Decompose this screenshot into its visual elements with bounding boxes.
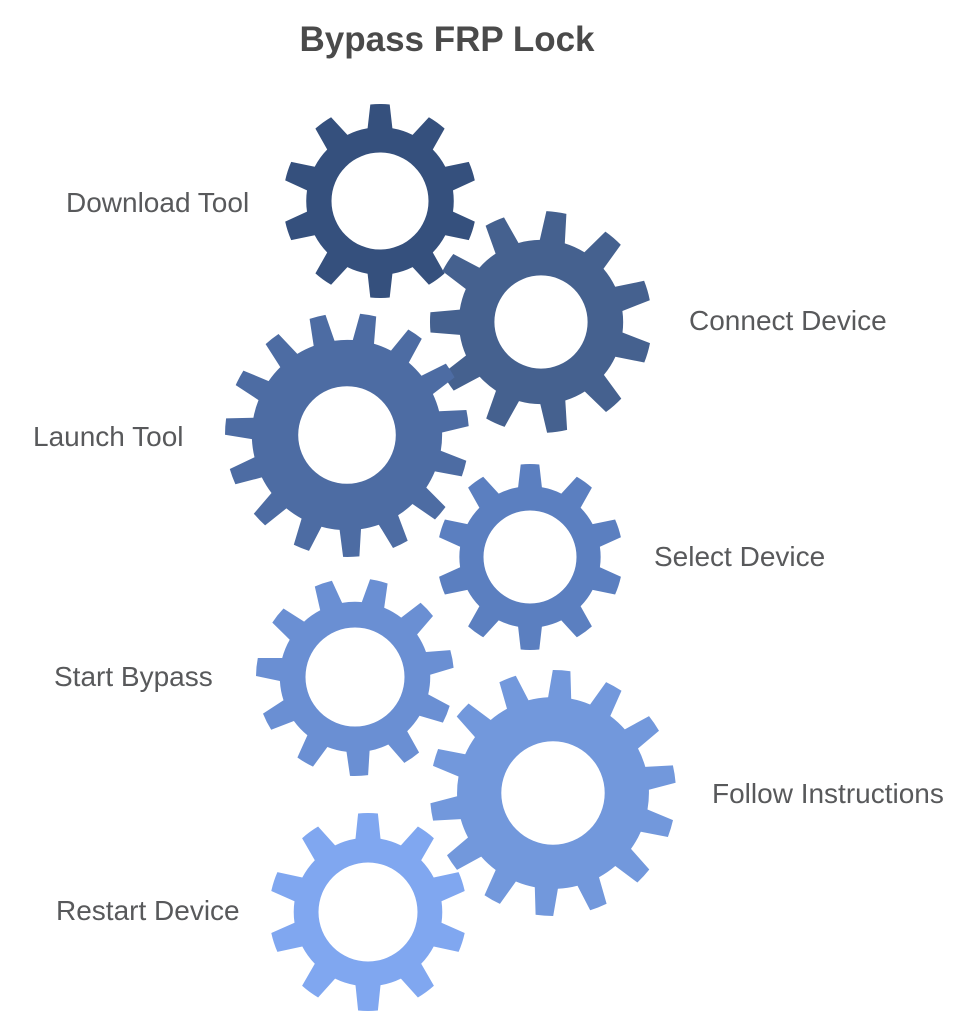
gear-restart-device bbox=[271, 813, 465, 1011]
gear-connect-device bbox=[429, 211, 650, 433]
step-label-start-bypass: Start Bypass bbox=[54, 661, 213, 692]
step-label-connect-device: Connect Device bbox=[689, 305, 887, 336]
step-label-download-tool: Download Tool bbox=[66, 187, 250, 218]
gear-launch-tool bbox=[225, 313, 469, 557]
step-label-follow-instructions: Follow Instructions bbox=[712, 778, 944, 809]
step-label-select-device: Select Device bbox=[654, 541, 826, 572]
gear-select-device bbox=[439, 464, 621, 650]
step-label-restart-device: Restart Device bbox=[56, 895, 240, 926]
gear-follow-instructions bbox=[430, 669, 676, 917]
gear-start-bypass bbox=[256, 579, 454, 777]
page-title: Bypass FRP Lock bbox=[299, 20, 595, 59]
gear-download-tool bbox=[285, 104, 475, 298]
step-label-launch-tool: Launch Tool bbox=[33, 421, 184, 452]
